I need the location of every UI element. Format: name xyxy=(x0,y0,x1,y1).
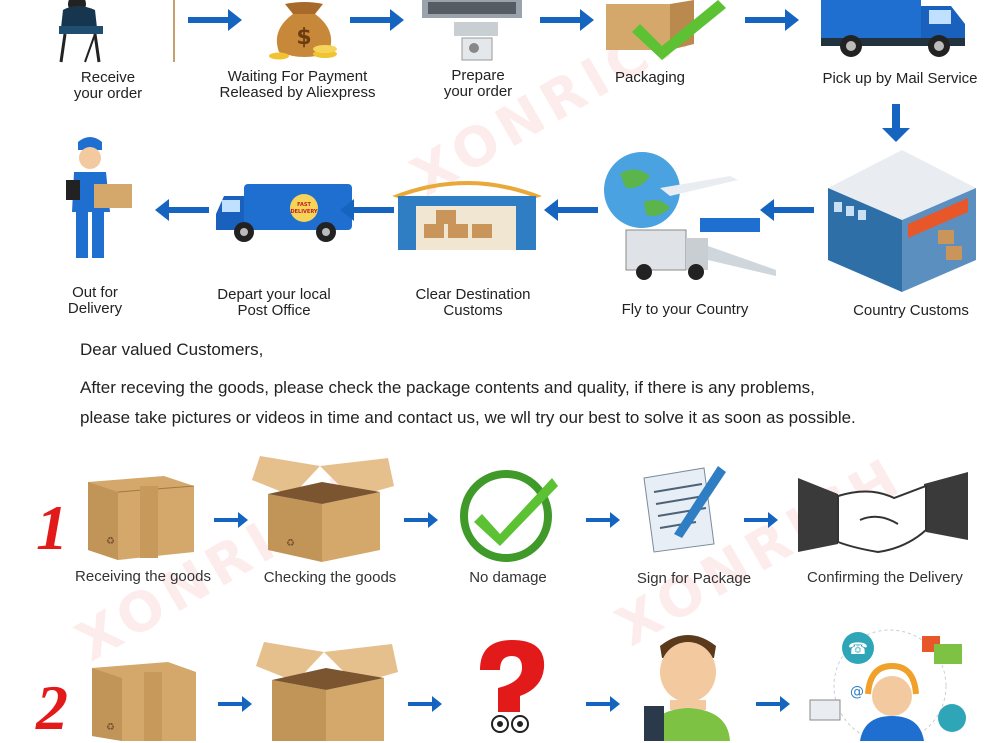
step-label: Sign for Package xyxy=(636,570,752,587)
arrow-right-icon xyxy=(214,512,248,528)
customer-service-icon: ☎ @ xyxy=(809,629,966,741)
check-circle-icon xyxy=(460,470,558,562)
arrow-right-icon xyxy=(350,9,404,31)
step-label: Receive your order xyxy=(73,69,143,102)
arrow-left-icon xyxy=(760,199,814,221)
arrow-right-icon xyxy=(218,696,252,712)
svg-text:☎: ☎ xyxy=(848,639,868,658)
arrow-right-icon xyxy=(756,696,790,712)
step-label: Pick up by Mail Service xyxy=(822,70,978,87)
arrow-right-icon xyxy=(408,696,442,712)
open-box-icon: ♻ xyxy=(252,456,394,562)
arrow-right-icon xyxy=(586,512,620,528)
letter-greeting: Dear valued Customers, xyxy=(80,340,264,359)
letter-line: After receving the goods, please check t… xyxy=(80,378,815,397)
svg-text:♻: ♻ xyxy=(106,536,115,547)
step-number-1: 1 xyxy=(36,492,68,563)
step-label: Out for Delivery xyxy=(67,284,123,317)
svg-text:@: @ xyxy=(850,684,864,700)
arrow-down-icon xyxy=(882,104,910,142)
delivery-man-icon xyxy=(66,137,132,258)
money-bag-icon: $ xyxy=(269,2,337,60)
step-label: Fly to your Country xyxy=(621,301,749,318)
arrow-left-icon xyxy=(155,199,209,221)
receive-order-icon xyxy=(59,0,175,63)
open-box-icon xyxy=(256,642,398,741)
printer-icon xyxy=(422,0,522,61)
step-label: No damage xyxy=(469,569,547,586)
arrow-right-icon xyxy=(540,9,594,31)
svg-text:♻: ♻ xyxy=(106,722,115,733)
arrow-right-icon xyxy=(744,512,778,528)
question-mark-icon xyxy=(480,640,545,733)
letter-line: please take pictures or videos in time a… xyxy=(80,408,856,427)
step-label: Checking the goods xyxy=(263,569,397,586)
globe-transport-icon xyxy=(604,152,776,280)
arrow-left-icon xyxy=(544,199,598,221)
delivery-van-icon: FAST DELIVERY xyxy=(216,184,352,242)
truck-icon xyxy=(821,0,965,57)
person-phone-icon xyxy=(644,635,730,741)
arrow-right-icon xyxy=(404,512,438,528)
warehouse-icon xyxy=(392,181,542,250)
step-label: Prepare your order xyxy=(443,67,513,100)
sign-document-icon xyxy=(643,466,726,553)
svg-text:FAST: FAST xyxy=(297,202,311,208)
customs-building-icon xyxy=(828,150,976,292)
step-label: Packaging xyxy=(614,69,686,86)
arrow-right-icon xyxy=(586,696,620,712)
svg-text:♻: ♻ xyxy=(286,538,295,549)
closed-box-icon: ♻ xyxy=(92,662,196,741)
step-label: Depart your local Post Office xyxy=(217,286,331,319)
svg-text:$: $ xyxy=(296,25,311,50)
step-label: Clear Destination Customs xyxy=(415,286,531,319)
arrow-right-icon xyxy=(188,9,242,31)
svg-text:DELIVERY: DELIVERY xyxy=(290,209,317,215)
handshake-icon xyxy=(798,472,968,554)
step-label: Confirming the Delivery xyxy=(807,569,963,586)
step-label: Waiting For Payment Released by Aliexpre… xyxy=(219,68,376,101)
arrow-right-icon xyxy=(745,9,799,31)
closed-box-icon: ♻ xyxy=(88,476,195,560)
step-number-2: 2 xyxy=(36,672,68,743)
step-label: Country Customs xyxy=(853,302,969,319)
step-label: Receiving the goods xyxy=(75,568,211,585)
package-check-icon xyxy=(606,0,726,60)
arrow-left-icon xyxy=(340,199,394,221)
